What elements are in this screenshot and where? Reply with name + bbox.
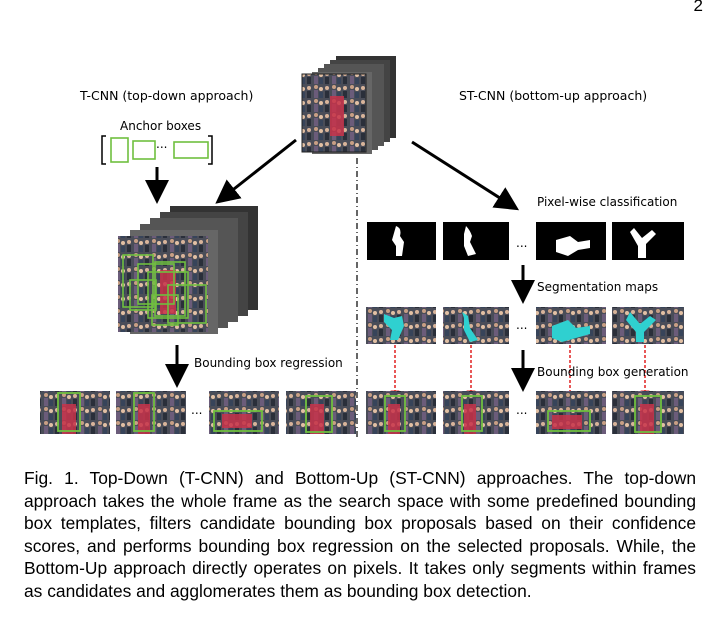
- ellipsis-anchor: ...: [156, 137, 168, 151]
- page-number: 2: [693, 0, 703, 15]
- arrow-to-stcnn: [411, 140, 520, 211]
- tcnn-result-row: [40, 391, 356, 434]
- bbox-regression-label: Bounding box regression: [194, 356, 343, 370]
- segmentation-row: [366, 307, 684, 344]
- stcnn-result-row: [366, 391, 684, 434]
- bbox-generation-label: Bounding box generation: [537, 365, 689, 379]
- top-frame-stack: [301, 56, 396, 154]
- tcnn-frame-stack: [118, 206, 258, 334]
- segmentation-maps-label: Segmentation maps: [537, 280, 659, 294]
- ellipsis-segments: ...: [516, 318, 528, 332]
- figure-diagram: [40, 56, 684, 438]
- tcnn-label: T-CNN (top-down approach): [80, 88, 254, 103]
- ellipsis-stcnn-results: ...: [516, 403, 528, 417]
- arrow-to-tcnn: [215, 138, 297, 204]
- red-connectors: [390, 345, 650, 411]
- figure-caption: Fig. 1. Top-Down (T-CNN) and Bottom-Up (…: [24, 468, 696, 601]
- anchor-boxes-group: [101, 135, 213, 165]
- ellipsis-masks: ...: [516, 236, 528, 250]
- mask-row: [367, 222, 684, 260]
- ellipsis-tcnn-results: ...: [191, 403, 203, 417]
- pixel-wise-label: Pixel-wise classification: [537, 195, 678, 209]
- stcnn-label: ST-CNN (bottom-up approach): [459, 88, 648, 103]
- anchor-boxes-label: Anchor boxes: [120, 119, 202, 133]
